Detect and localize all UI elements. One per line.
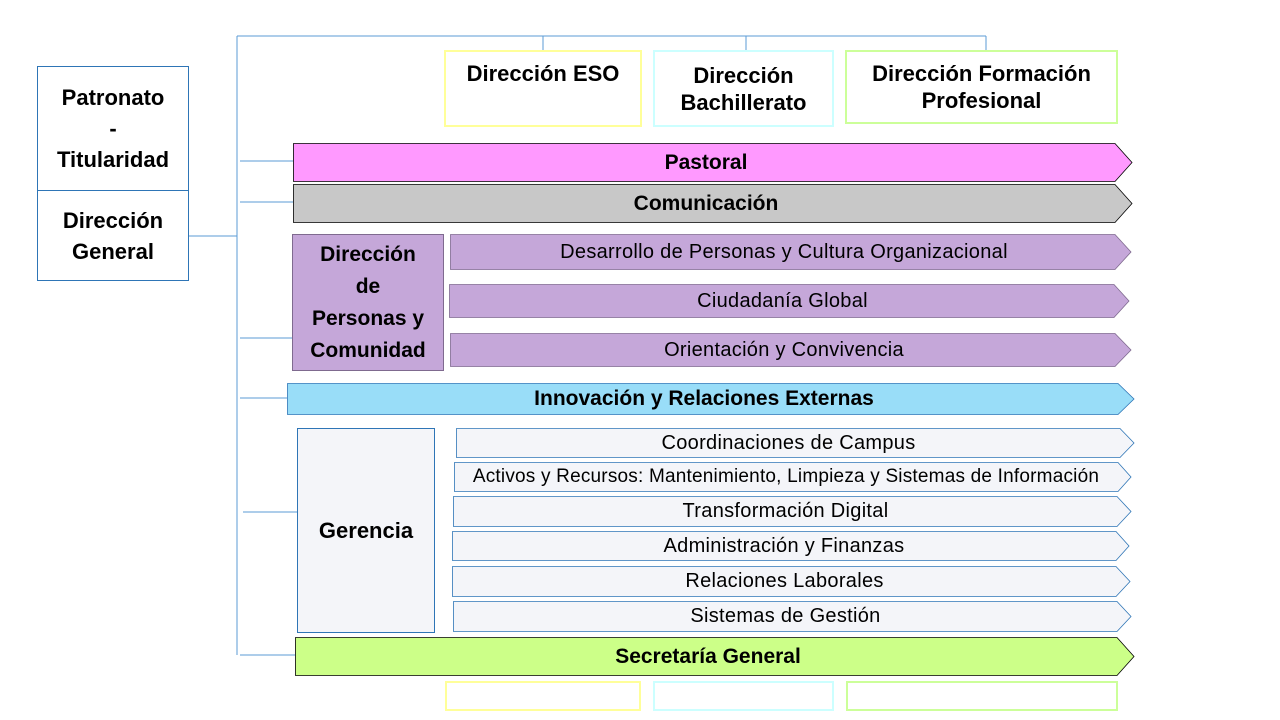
gerencia-item-label: Administración y Finanzas xyxy=(663,534,905,557)
gerencia-item-label: Sistemas de Gestión xyxy=(690,605,881,627)
personas-item-label: Ciudadanía Global xyxy=(697,289,868,312)
secretaria-general-arrow: Secretaría General xyxy=(295,637,1135,676)
direccion-general-box: Dirección General xyxy=(37,190,189,281)
gerencia-item-label: Coordinaciones de Campus xyxy=(661,431,916,454)
direccion-eso-box: Dirección ESO xyxy=(444,50,642,127)
comunicacion-arrow: Comunicación xyxy=(293,184,1133,223)
empty-bach-box-bottom xyxy=(653,681,834,711)
gerencia-item-administracion: Administración y Finanzas xyxy=(452,531,1130,561)
gerencia-item-label: Relaciones Laborales xyxy=(685,570,884,592)
personas-item-desarrollo: Desarrollo de Personas y Cultura Organiz… xyxy=(450,234,1132,270)
direccion-bachillerato-box: Dirección Bachillerato xyxy=(653,50,834,127)
patronato-titularidad-box: Patronato - Titularidad xyxy=(37,66,189,191)
personas-item-label: Desarrollo de Personas y Cultura Organiz… xyxy=(560,240,1008,263)
gerencia-item-label: Transformación Digital xyxy=(682,500,889,522)
secretaria-general-label: Secretaría General xyxy=(615,644,801,668)
innovacion-label: Innovación y Relaciones Externas xyxy=(534,387,874,410)
comunicacion-label: Comunicación xyxy=(633,191,779,215)
personas-item-ciudadania: Ciudadanía Global xyxy=(449,284,1130,318)
gerencia-item-coordinaciones: Coordinaciones de Campus xyxy=(456,428,1135,458)
empty-eso-box-bottom xyxy=(445,681,641,711)
gerencia-item-relaciones: Relaciones Laborales xyxy=(452,566,1131,597)
personas-item-orientacion: Orientación y Convivencia xyxy=(450,333,1132,367)
direccion-fp-box: Dirección Formación Profesional xyxy=(845,50,1118,124)
pastoral-arrow: Pastoral xyxy=(293,143,1133,182)
direccion-personas-box: Dirección de Personas y Comunidad xyxy=(292,234,444,371)
gerencia-item-sistemas: Sistemas de Gestión xyxy=(453,601,1132,632)
gerencia-item-label: Activos y Recursos: Mantenimiento, Limpi… xyxy=(472,466,1100,487)
gerencia-item-activos: Activos y Recursos: Mantenimiento, Limpi… xyxy=(454,462,1132,492)
innovacion-arrow: Innovación y Relaciones Externas xyxy=(287,383,1135,415)
personas-item-label: Orientación y Convivencia xyxy=(664,338,904,361)
pastoral-label: Pastoral xyxy=(664,150,748,174)
empty-fp-box-bottom xyxy=(846,681,1118,711)
gerencia-box: Gerencia xyxy=(297,428,435,633)
gerencia-item-transformacion: Transformación Digital xyxy=(453,496,1132,527)
